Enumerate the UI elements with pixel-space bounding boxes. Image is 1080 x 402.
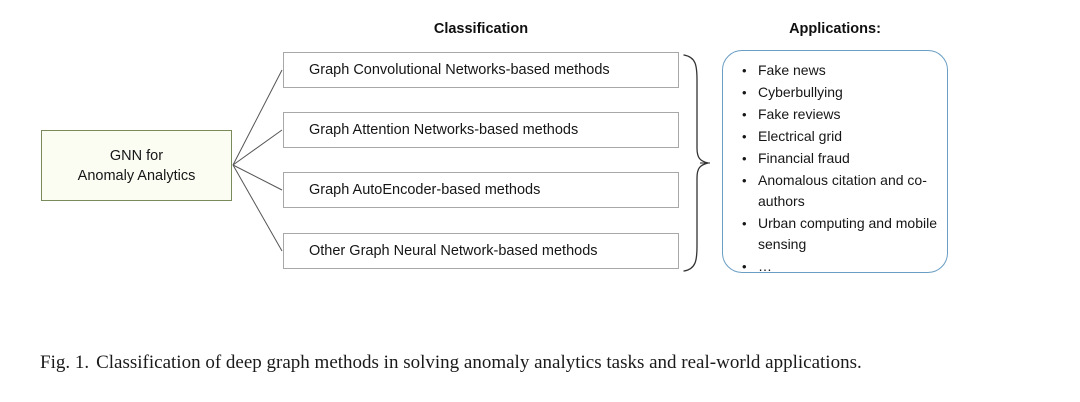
bullet-icon: • (742, 129, 747, 144)
figure-caption-label: Fig. 1. (40, 352, 90, 373)
list-item-label: Fake reviews (758, 106, 841, 122)
bullet-icon: • (742, 259, 747, 274)
list-item: • Cyberbullying (742, 82, 942, 103)
list-item-label: Cyberbullying (758, 84, 843, 100)
bullet-icon: • (742, 107, 747, 122)
bullet-icon: • (742, 85, 747, 100)
figure-caption-text: Classification of deep graph methods in … (96, 352, 862, 373)
method-box-label: Graph AutoEncoder-based methods (309, 182, 541, 198)
curly-brace (683, 54, 709, 272)
classification-header: Classification (433, 21, 529, 37)
applications-panel (722, 50, 948, 273)
method-box-gcn[interactable]: Graph Convolutional Networks-based metho… (283, 52, 679, 88)
method-box-autoencoder[interactable]: Graph AutoEncoder-based methods (283, 172, 679, 208)
list-item-label: Anomalous citation and co-authors (758, 172, 927, 209)
applications-header: Applications: (789, 21, 881, 37)
method-box-label: Other Graph Neural Network-based methods (309, 243, 598, 259)
figure-caption: Fig. 1. Classification of deep graph meth… (40, 352, 1040, 374)
method-box-gat[interactable]: Graph Attention Networks-based methods (283, 112, 679, 148)
list-item-label: Urban computing and mobile sensing (758, 215, 937, 252)
list-item: • Anomalous citation and co-authors (742, 170, 942, 212)
connector-line-1 (232, 69, 283, 166)
connector-line-3 (232, 164, 283, 191)
root-node-gnn-for-anomaly-analytics[interactable]: GNN for Anomaly Analytics (41, 130, 232, 201)
root-node-line-2: Anomaly Analytics (77, 167, 196, 184)
bullet-icon: • (742, 63, 747, 78)
list-item-label: Financial fraud (758, 150, 850, 166)
method-box-other-gnn[interactable]: Other Graph Neural Network-based methods (283, 233, 679, 269)
list-item: • Financial fraud (742, 148, 942, 169)
bullet-icon: • (742, 151, 747, 166)
connector-line-2 (232, 129, 283, 166)
list-item: • Electrical grid (742, 126, 942, 147)
list-item: • Fake news (742, 60, 942, 81)
list-item-label: Fake news (758, 62, 826, 78)
bullet-icon: • (742, 216, 747, 231)
bullet-icon: • (742, 173, 747, 188)
list-item: • Urban computing and mobile sensing (742, 213, 942, 255)
list-item: • … (742, 256, 942, 277)
method-box-label: Graph Attention Networks-based methods (309, 122, 579, 138)
connector-line-4 (232, 164, 283, 252)
applications-list: • Fake news • Cyberbullying • Fake revie… (742, 60, 942, 278)
method-box-label: Graph Convolutional Networks-based metho… (309, 62, 610, 78)
list-item-label: … (758, 258, 772, 274)
list-item-label: Electrical grid (758, 128, 843, 144)
list-item: • Fake reviews (742, 104, 942, 125)
root-node-line-1: GNN for (109, 147, 164, 164)
